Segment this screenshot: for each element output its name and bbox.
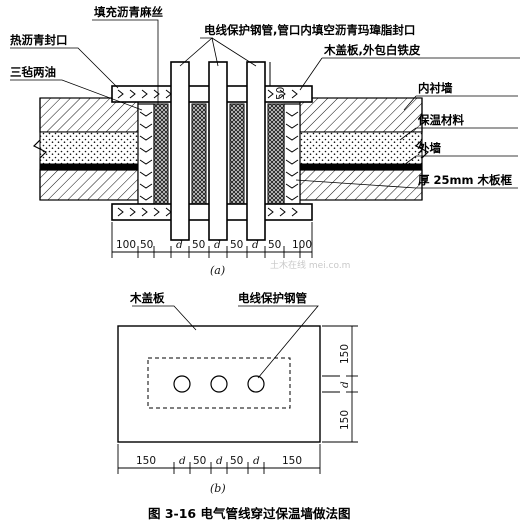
callout-b-steel-conduit: 电线保护钢管 [238,291,307,305]
callout-wood-cover: 木盖板,外包白铁皮 [323,43,421,57]
conduit-hole-1 [173,375,191,393]
insulation-right [299,131,423,165]
inner-wall-left [39,169,139,201]
dim-b-bottom-0: 150 [136,455,156,467]
sublabel-a: (a) [210,264,225,277]
steel-conduit-2 [208,61,228,241]
callout-outer-wall: 外墙 [417,141,441,155]
wood-frame-right [283,103,301,205]
conduit-hole-3 [247,375,265,393]
callout-wood-frame: 厚 25mm 木板框 [418,173,512,187]
dim-a-2: d [176,239,183,251]
callout-inner-wall: 内衬墙 [418,81,453,95]
callout-hot-asphalt-seal: 热沥青封口 [10,33,68,47]
dim-b-bottom-4: 50 [230,455,243,467]
dim-a-8: 100 [292,239,312,251]
outer-wall-left [39,97,139,133]
plan-view: 木盖板 电线保护钢管 150 d 150 150 d 5 [117,291,358,495]
dim-a-3: 50 [192,239,205,251]
dimension-chain-a [111,222,313,258]
sublabel-b: (b) [210,482,226,495]
asphalt-fill-4 [267,103,285,205]
frame-chevrons-left [139,111,153,201]
watermark: 土木在线 mei.co.m [270,259,350,271]
frame-chevrons-right [285,111,299,201]
dim-b-right-0: 150 [339,344,351,364]
callout-fill-asphalt-jute: 填充沥青麻丝 [94,5,163,19]
dim-a-7: 50 [268,239,281,251]
callout-conduit-note: 电线保护钢管,管口内填空沥青玛瑋脂封口 [204,23,415,37]
dim-b-bottom-1: d [179,455,186,467]
dim-a-0: 100 [116,239,136,251]
membrane-right [300,164,422,170]
dim-a-1: 50 [140,239,153,251]
dim-b-bottom-2: 50 [193,455,206,467]
membrane-left [40,164,138,170]
dim-b-bottom-3: d [216,455,223,467]
dashed-opening [147,357,291,409]
steel-conduit-3 [246,61,266,241]
figure-caption: 图 3-16 电气管线穿过保温墙做法图 [148,506,351,521]
dim-b-right-1: d [339,381,351,388]
callout-b-wood-cover: 木盖板 [129,291,165,305]
inner-wall-right [299,169,423,201]
dimension-chain-b-right [322,325,358,443]
callout-insulation: 保温材料 [417,113,464,127]
dim-a-6: d [252,239,259,251]
outer-wall-right [299,97,423,133]
section-view: 50 填充沥青麻丝 热沥青封口 三毡两油 电线保护钢管,管口内填空沥青玛瑋脂封口… [10,5,520,277]
dimension-chain-b-bottom [117,444,321,474]
dim-a-5: 50 [230,239,243,251]
steel-conduit-1 [170,61,190,241]
asphalt-fill-1 [153,103,169,205]
dim-a-4: d [214,239,221,251]
leader-lines-a [10,19,520,189]
break-line-right [414,98,430,200]
dim-b-bottom-6: 150 [282,455,302,467]
wood-frame-left [137,103,155,205]
asphalt-fill-3 [229,103,245,205]
callout-three-felt-two-oil: 三毡两油 [10,65,56,79]
dim-b-right-2: 150 [339,410,351,430]
break-line-left [32,98,48,200]
leader-lines-b [132,305,319,379]
asphalt-fill-2 [191,103,207,205]
vertical-dim-50: 50 [275,87,287,100]
insulation-left [39,131,139,165]
dim-b-bottom-5: d [253,455,260,467]
conduit-hole-2 [210,375,228,393]
